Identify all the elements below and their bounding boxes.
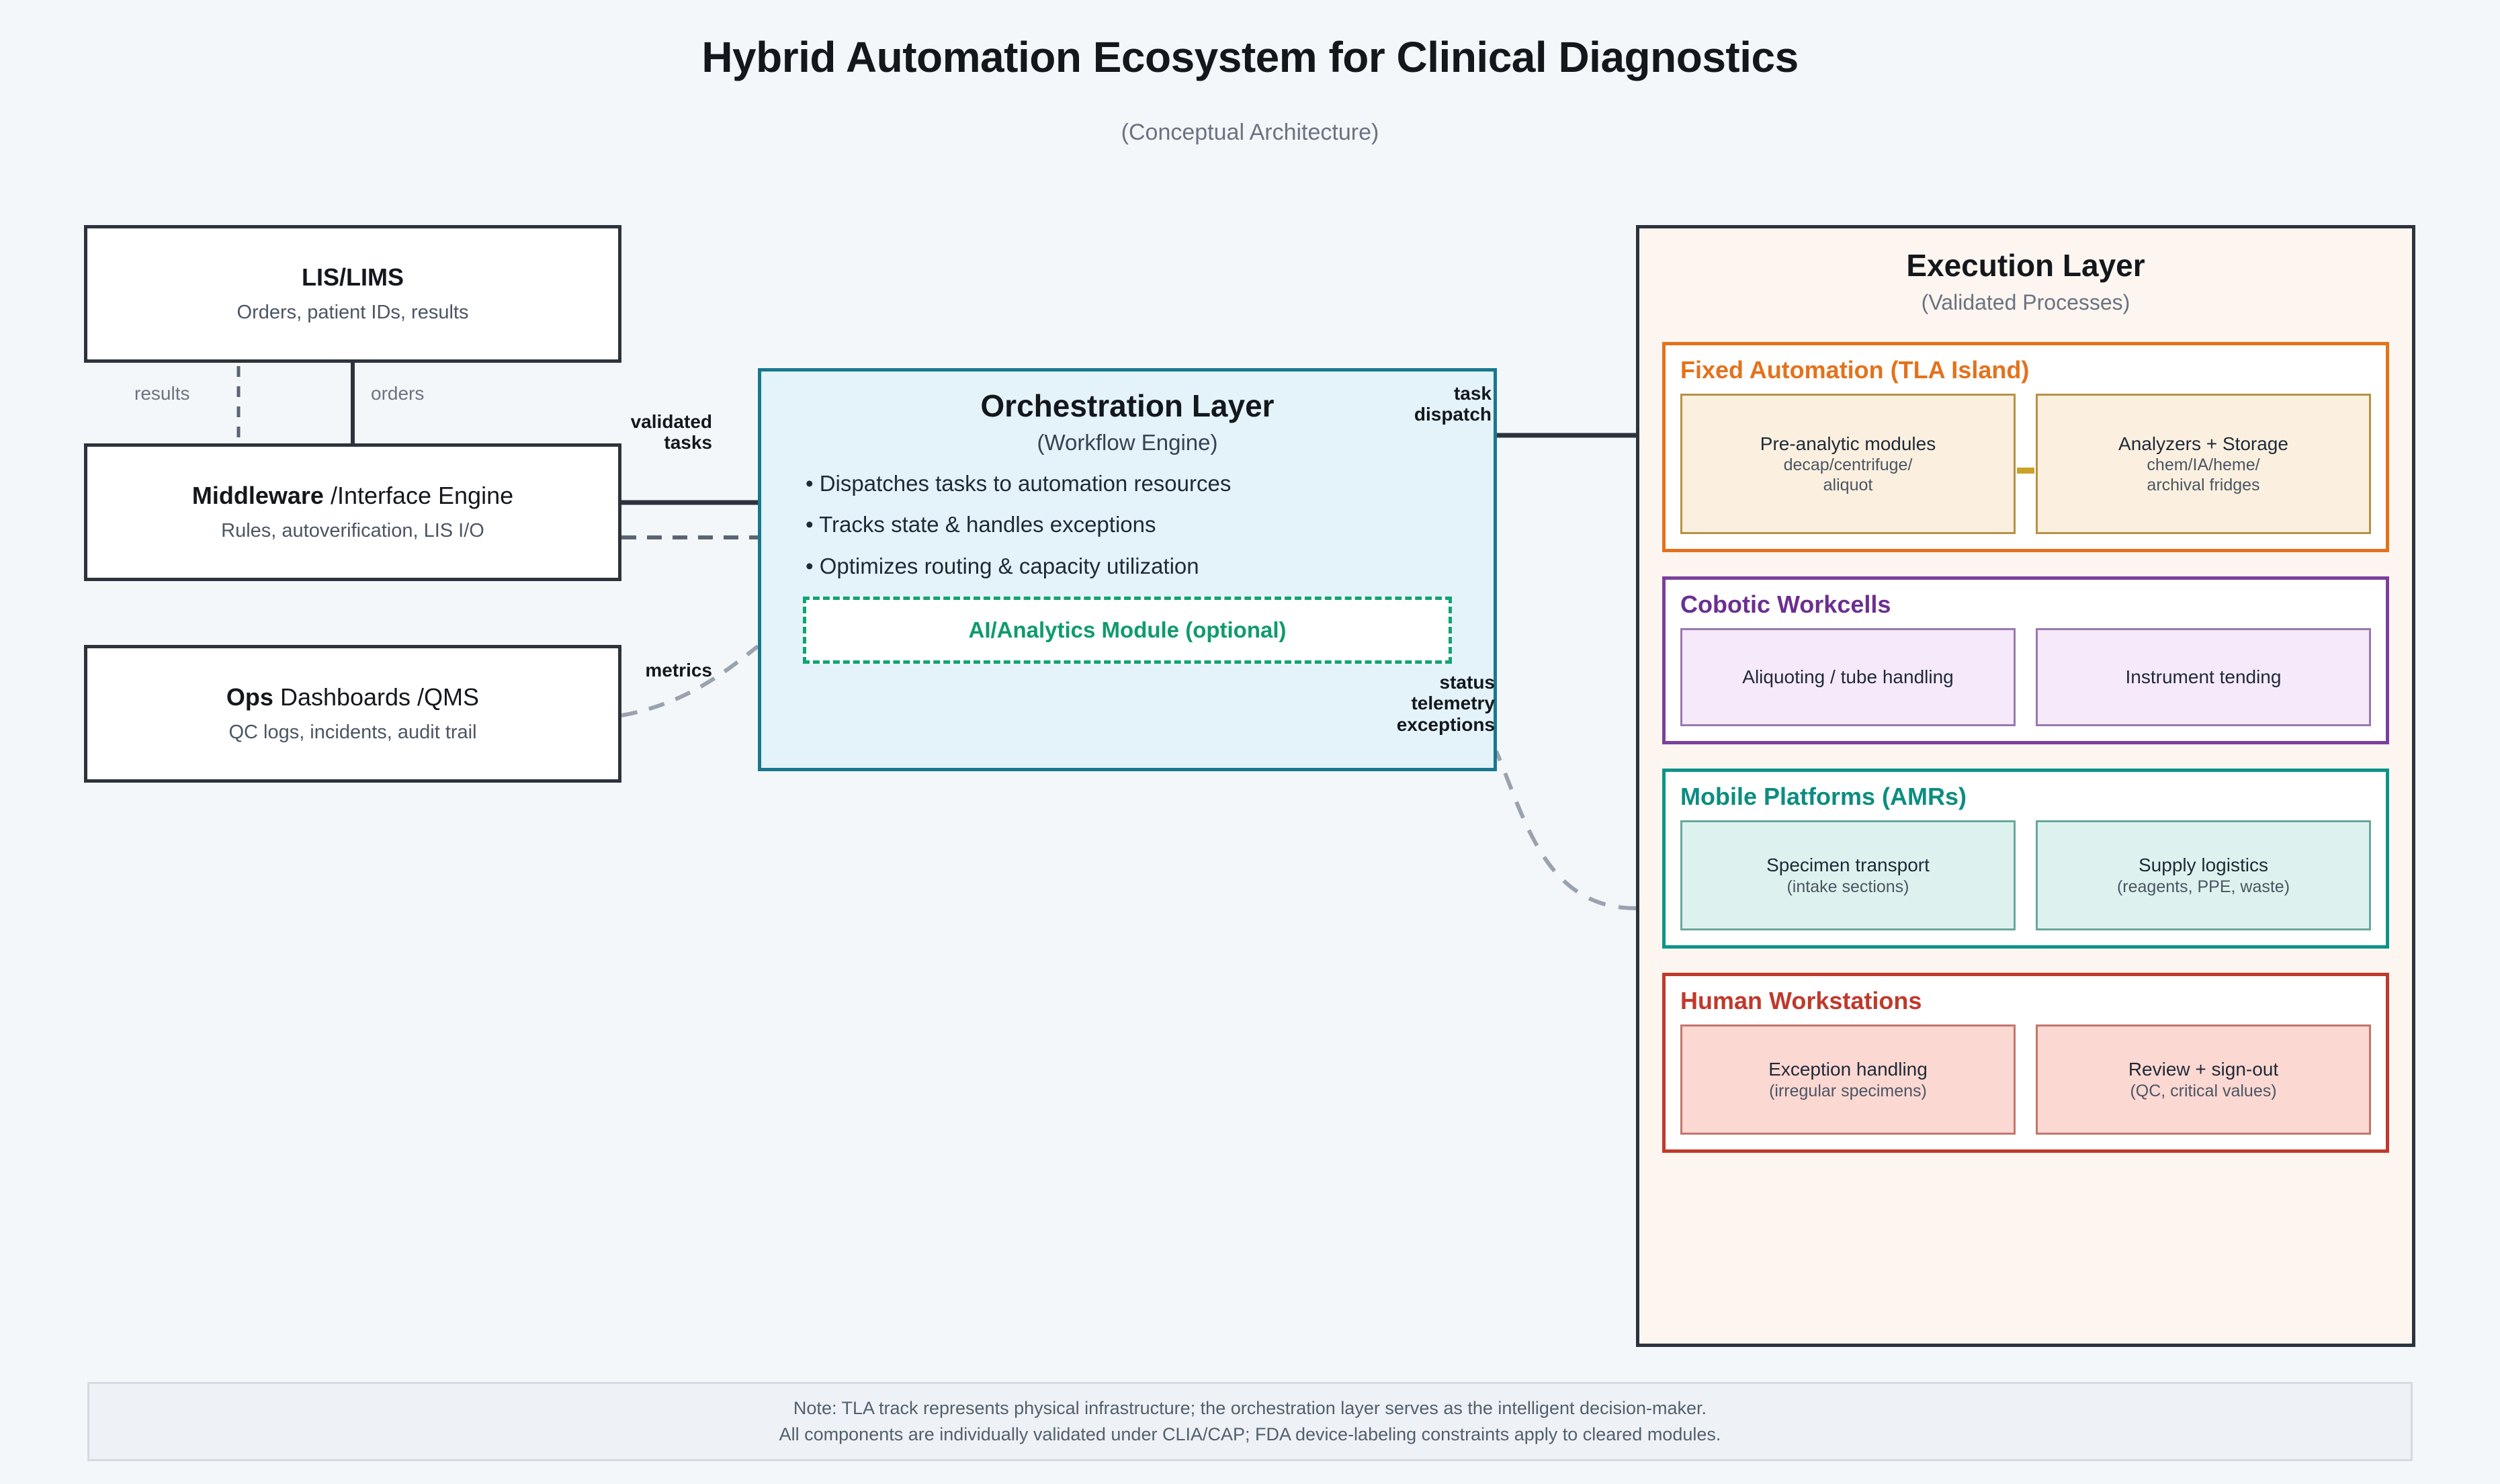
footer-note-line-1: Note: TLA track represents physical infr…	[793, 1397, 1707, 1418]
cell-analyzers-sub-2: archival fridges	[2147, 476, 2260, 495]
cell-specimen-transport-sub: (intake sections)	[1786, 877, 1909, 896]
group-fixed-automation[interactable]: Fixed Automation (TLA Island) Pre-analyt…	[1662, 342, 2389, 552]
cell-pre-analytic-modules[interactable]: Pre-analytic modules decap/centrifuge/ a…	[1680, 394, 2016, 534]
orchestration-bullet-2: • Tracks state & handles exceptions	[806, 512, 1156, 537]
orchestration-layer-box[interactable]: Orchestration Layer (Workflow Engine) • …	[758, 368, 1497, 771]
cell-review-sign-out-main: Review + sign-out	[2128, 1059, 2279, 1080]
group-mobile-platforms-row: Specimen transport (intake sections) Sup…	[1680, 820, 2371, 930]
middleware-box[interactable]: Middleware /Interface Engine Rules, auto…	[84, 443, 621, 581]
footer-note-line-2: All components are individually validate…	[779, 1424, 1721, 1444]
connector-label-task-dispatch: task dispatch	[1357, 383, 1492, 425]
lis-lims-title: LIS/LIMS	[302, 263, 404, 292]
fixed-automation-link-connector	[2017, 467, 2034, 474]
cell-exception-handling[interactable]: Exception handling (irregular specimens)	[1680, 1024, 2016, 1135]
orchestration-title: Orchestration Layer	[980, 388, 1275, 423]
status-line-2: telemetry	[1411, 693, 1495, 714]
group-cobotic-workcells-title: Cobotic Workcells	[1680, 591, 1891, 618]
status-line-3: exceptions	[1396, 713, 1495, 735]
validated-tasks-line-2: tasks	[664, 432, 712, 453]
middleware-title-rest: /Interface Engine	[323, 482, 514, 510]
cell-supply-logistics-main: Supply logistics	[2139, 855, 2268, 876]
cell-review-sign-out[interactable]: Review + sign-out (QC, critical values)	[2036, 1024, 2371, 1135]
lis-lims-box[interactable]: LIS/LIMS Orders, patient IDs, results	[84, 225, 621, 363]
cell-instrument-tending-main: Instrument tending	[2125, 666, 2282, 688]
connector-label-metrics: metrics	[645, 660, 712, 681]
group-mobile-platforms-title: Mobile Platforms (AMRs)	[1680, 783, 1967, 810]
cell-analyzers-main: Analyzers + Storage	[2118, 433, 2288, 454]
group-fixed-automation-title: Fixed Automation (TLA Island)	[1680, 356, 2030, 384]
footer-note: Note: TLA track represents physical infr…	[87, 1382, 2413, 1461]
task-dispatch-line-2: dispatch	[1414, 404, 1492, 425]
ops-title-rest: Dashboards /QMS	[273, 683, 480, 711]
group-human-workstations-title: Human Workstations	[1680, 987, 1922, 1014]
execution-title: Execution Layer	[1906, 248, 2145, 283]
group-human-workstations[interactable]: Human Workstations Exception handling (i…	[1662, 973, 2389, 1153]
cell-analyzers-storage[interactable]: Analyzers + Storage chem/IA/heme/ archiv…	[2036, 394, 2371, 534]
ops-title: Ops Dashboards /QMS	[226, 683, 479, 711]
ops-subtitle: QC logs, incidents, audit trail	[228, 721, 477, 743]
orchestration-subtitle: (Workflow Engine)	[1037, 429, 1218, 455]
connector-label-orders: orders	[371, 383, 425, 404]
cell-pre-analytic-sub-1: decap/centrifuge/	[1783, 455, 1913, 475]
group-cobotic-workcells-row: Aliquoting / tube handling Instrument te…	[1680, 628, 2371, 726]
group-fixed-automation-row: Pre-analytic modules decap/centrifuge/ a…	[1680, 394, 2371, 534]
page-title: Hybrid Automation Ecosystem for Clinical…	[701, 33, 1799, 81]
cell-pre-analytic-main: Pre-analytic modules	[1760, 433, 1936, 454]
lis-lims-subtitle: Orders, patient IDs, results	[236, 301, 469, 323]
cell-instrument-tending[interactable]: Instrument tending	[2036, 628, 2371, 726]
status-line-1: status	[1439, 672, 1495, 693]
ops-dashboards-box[interactable]: Ops Dashboards /QMS QC logs, incidents, …	[84, 645, 621, 783]
cell-analyzers-sub-1: chem/IA/heme/	[2147, 455, 2260, 475]
connector-label-validated-tasks: validated tasks	[591, 411, 712, 453]
orchestration-bullet-1: • Dispatches tasks to automation resourc…	[806, 470, 1232, 496]
ops-title-bold: Ops	[226, 683, 273, 711]
middleware-title: Middleware /Interface Engine	[192, 482, 513, 509]
execution-layer-box[interactable]: Execution Layer (Validated Processes) Fi…	[1636, 225, 2415, 1347]
cell-supply-logistics-sub: (reagents, PPE, waste)	[2116, 877, 2290, 896]
connector-label-results: results	[134, 383, 190, 404]
group-cobotic-workcells[interactable]: Cobotic Workcells Aliquoting / tube hand…	[1662, 576, 2389, 744]
cell-supply-logistics[interactable]: Supply logistics (reagents, PPE, waste)	[2036, 820, 2371, 930]
group-human-workstations-row: Exception handling (irregular specimens)…	[1680, 1024, 2371, 1135]
middleware-title-bold: Middleware	[191, 482, 324, 510]
cell-review-sign-out-sub: (QC, critical values)	[2130, 1081, 2277, 1100]
validated-tasks-line-1: validated	[630, 411, 712, 432]
cell-exception-handling-sub: (irregular specimens)	[1769, 1081, 1927, 1100]
execution-subtitle: (Validated Processes)	[1921, 290, 2130, 314]
cell-aliquoting-tube-handling[interactable]: Aliquoting / tube handling	[1680, 628, 2016, 726]
orchestration-bullet-3: • Optimizes routing & capacity utilizati…	[806, 553, 1199, 578]
page-subtitle: (Conceptual Architecture)	[1121, 120, 1379, 145]
cell-specimen-transport[interactable]: Specimen transport (intake sections)	[1680, 820, 2016, 930]
connector-label-status-telemetry: status telemetry exceptions	[1350, 672, 1495, 735]
cell-pre-analytic-sub-2: aliquot	[1823, 476, 1873, 495]
cell-aliquoting-main: Aliquoting / tube handling	[1742, 666, 1954, 688]
cell-specimen-transport-main: Specimen transport	[1766, 855, 1930, 876]
group-mobile-platforms[interactable]: Mobile Platforms (AMRs) Specimen transpo…	[1662, 769, 2389, 949]
ai-analytics-module-box[interactable]: AI/Analytics Module (optional)	[803, 597, 1452, 664]
middleware-subtitle: Rules, autoverification, LIS I/O	[221, 519, 484, 541]
cell-exception-handling-main: Exception handling	[1768, 1059, 1928, 1080]
task-dispatch-line-1: task	[1453, 383, 1492, 404]
